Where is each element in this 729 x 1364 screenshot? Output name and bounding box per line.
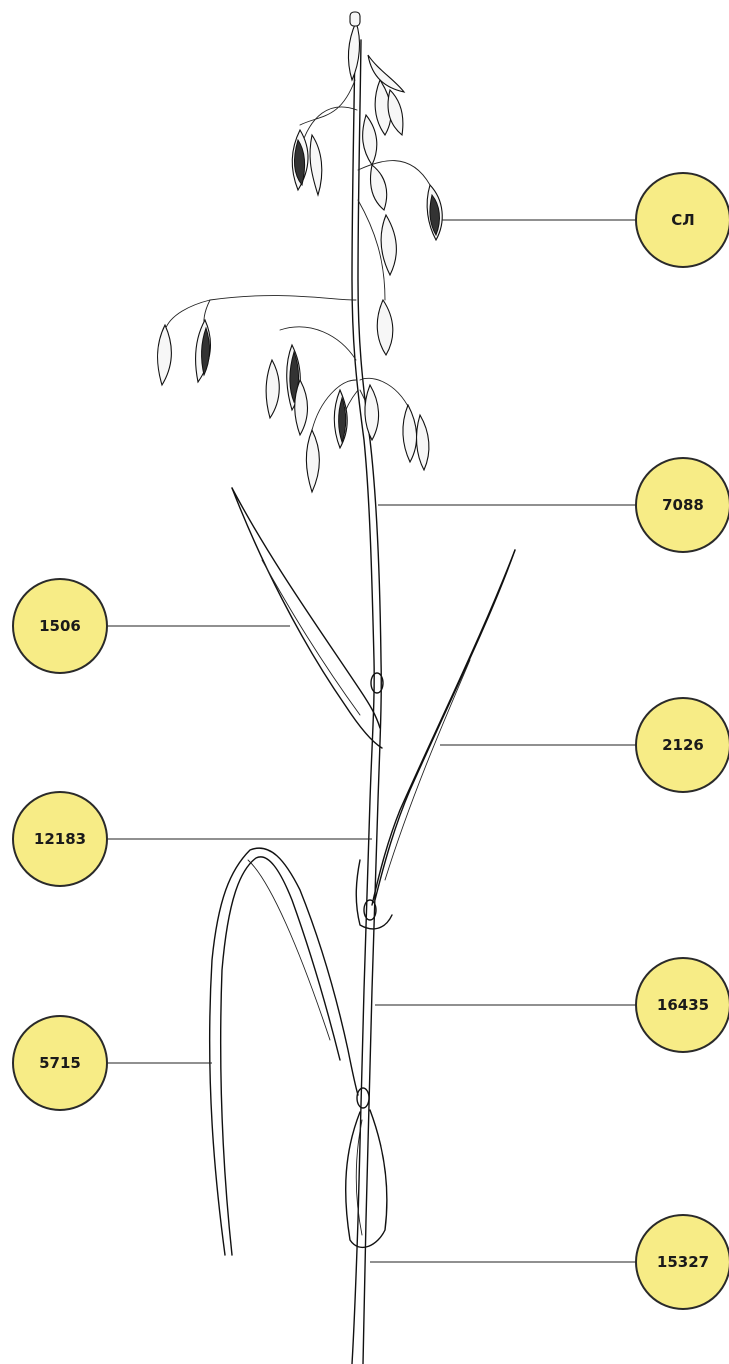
badge-15327: 15327	[636, 1215, 729, 1309]
badge-15327-label: 15327	[657, 1253, 709, 1271]
badge-2126: 2126	[636, 698, 729, 792]
badge-5715: 5715	[13, 1016, 107, 1110]
badge-2126-label: 2126	[662, 736, 704, 754]
badge-16435-label: 16435	[657, 996, 709, 1014]
badge-sl-label: СЛ	[671, 211, 694, 229]
plant-illustration	[157, 12, 515, 1364]
leaves	[210, 488, 515, 1255]
badge-1506: 1506	[13, 579, 107, 673]
badge-16435: 16435	[636, 958, 729, 1052]
badge-12183-label: 12183	[34, 830, 86, 848]
badge-12183: 12183	[13, 792, 107, 886]
spikelets	[157, 12, 442, 492]
badge-7088: 7088	[636, 458, 729, 552]
badge-5715-label: 5715	[39, 1054, 81, 1072]
badge-sl: СЛ	[636, 173, 729, 267]
badge-7088-label: 7088	[662, 496, 704, 514]
badges: СЛ 7088 1506 2126 12183 16435 5715 1532	[13, 173, 729, 1309]
badge-1506-label: 1506	[39, 617, 81, 635]
